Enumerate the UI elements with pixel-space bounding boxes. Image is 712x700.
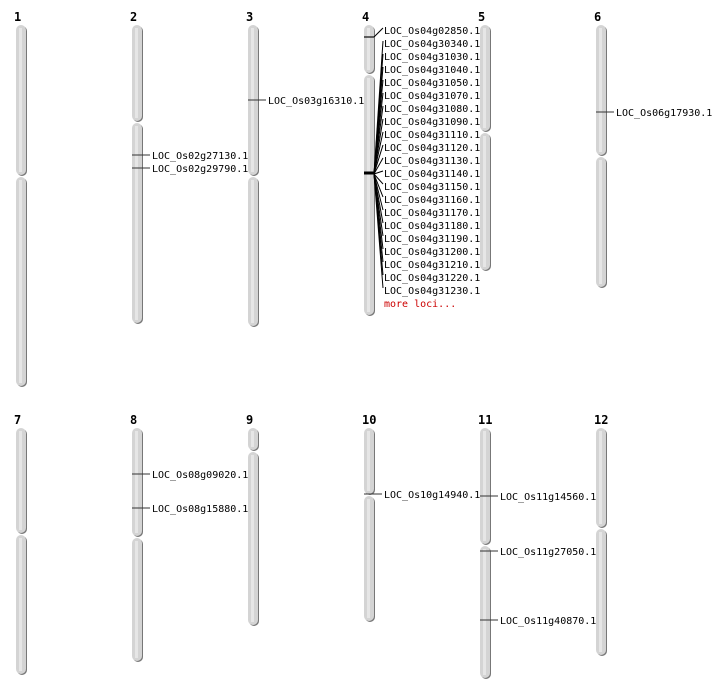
chromosome-highlight [251,455,254,622]
chromosome-highlight [19,28,22,172]
chromosome-highlight [483,28,486,128]
locus-label[interactable]: LOC_Os04g31050.1 [384,78,480,89]
locus-label[interactable]: LOC_Os04g31220.1 [384,273,480,284]
chromosome-highlight [367,28,370,70]
chromosome-highlight [599,160,602,284]
locus-label[interactable]: LOC_Os04g02850.1 [384,26,480,37]
locus-label[interactable]: LOC_Os03g16310.1 [268,96,364,107]
chromosome-highlight [367,431,370,491]
locus-label[interactable]: LOC_Os04g31140.1 [384,169,480,180]
chromosome-highlight [599,431,602,524]
locus-label[interactable]: LOC_Os04g31120.1 [384,143,480,154]
locus-label[interactable]: LOC_Os04g31210.1 [384,260,480,271]
locus-label[interactable]: LOC_Os11g14560.1 [500,492,596,503]
locus-label[interactable]: LOC_Os06g17930.1 [616,108,712,119]
locus-label[interactable]: LOC_Os04g31150.1 [384,182,480,193]
locus-label[interactable]: LOC_Os04g31080.1 [384,104,480,115]
chromosome-highlight [367,78,370,312]
chromosome-highlight [135,126,138,320]
locus-label[interactable]: LOC_Os04g31090.1 [384,117,480,128]
locus-connector [373,170,384,175]
locus-label[interactable]: LOC_Os04g31180.1 [384,221,480,232]
chromosome-highlight [251,431,254,447]
more-loci-link[interactable]: more loci... [384,299,456,310]
locus-label[interactable]: LOC_Os04g31170.1 [384,208,480,219]
chromosome-number: 1 [14,10,21,24]
locus-label[interactable]: LOC_Os04g30340.1 [384,39,480,50]
chromosome-11[interactable]: 11LOC_Os11g14560.1LOC_Os11g27050.1LOC_Os… [478,413,596,679]
locus-connector [373,131,384,175]
chromosome-number: 12 [594,413,608,427]
chromosome-number: 6 [594,10,601,24]
locus-label[interactable]: LOC_Os04g31230.1 [384,286,480,297]
chromosome-number: 9 [246,413,253,427]
chromosome-number: 7 [14,413,21,427]
chromosome-number: 5 [478,10,485,24]
locus-label[interactable]: LOC_Os04g31110.1 [384,130,480,141]
locus-label[interactable]: LOC_Os04g31190.1 [384,234,480,245]
locus-label[interactable]: LOC_Os11g40870.1 [500,616,596,627]
chromosome-highlight [135,431,138,533]
locus-label[interactable]: LOC_Os04g31070.1 [384,91,480,102]
chromosome-highlight [19,431,22,530]
chromosome-highlight [483,431,486,541]
locus-connector [373,173,384,289]
locus-label[interactable]: LOC_Os04g31200.1 [384,247,480,258]
locus-label[interactable]: LOC_Os10g14940.1 [384,490,480,501]
chromosome-12[interactable]: 12 [594,413,608,656]
locus-label[interactable]: LOC_Os02g29790.1 [152,164,248,175]
locus-connector [373,144,384,175]
chromosome-9[interactable]: 9 [246,413,259,626]
chromosome-number: 4 [362,10,369,24]
locus-label[interactable]: LOC_Os04g31130.1 [384,156,480,167]
chromosome-highlight [19,180,22,383]
locus-connector [373,27,384,38]
chromosome-4[interactable]: 4LOC_Os04g02850.1LOC_Os04g30340.1LOC_Os0… [362,10,480,316]
locus-label[interactable]: LOC_Os04g31160.1 [384,195,480,206]
chromosome-number: 2 [130,10,137,24]
chromosome-highlight [251,180,254,323]
chromosome-highlight [135,28,138,118]
chromosome-highlight [599,28,602,152]
locus-connector [373,173,384,185]
chromosome-highlight [135,541,138,658]
chromosome-5[interactable]: 5 [478,10,491,271]
chromosome-highlight [367,499,370,618]
locus-label[interactable]: LOC_Os08g09020.1 [152,470,248,481]
locus-label[interactable]: LOC_Os11g27050.1 [500,547,596,558]
chromosome-number: 8 [130,413,137,427]
chromosome-number: 3 [246,10,253,24]
chromosome-number: 10 [362,413,376,427]
chromosome-highlight [483,549,486,675]
locus-connector [373,173,384,198]
chromosome-highlight [599,532,602,652]
locus-label[interactable]: LOC_Os04g31040.1 [384,65,480,76]
locus-connector [373,157,384,175]
chromosome-highlight [483,136,486,267]
chromosome-number: 11 [478,413,492,427]
chromosome-highlight [19,538,22,671]
locus-label[interactable]: LOC_Os02g27130.1 [152,151,248,162]
locus-label[interactable]: LOC_Os04g31030.1 [384,52,480,63]
locus-label[interactable]: LOC_Os08g15880.1 [152,504,248,515]
chromosome-7[interactable]: 7 [14,413,27,675]
chromosome-1[interactable]: 1 [14,10,27,387]
